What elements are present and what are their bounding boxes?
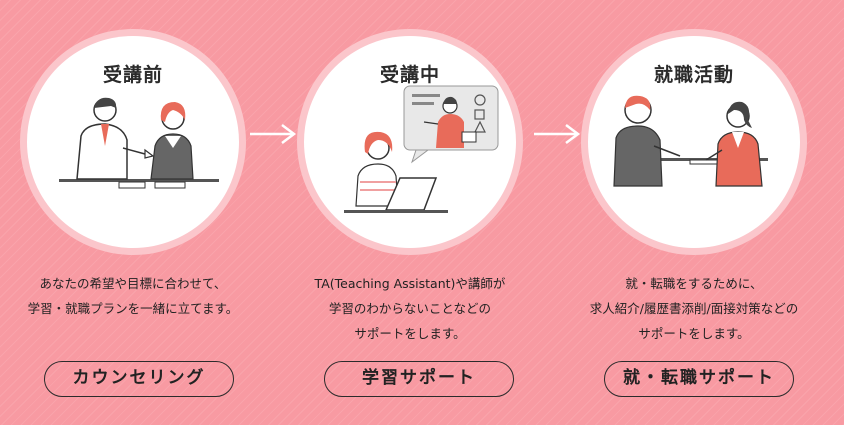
desc-line: 就・転職をするために、 (625, 276, 763, 291)
counseling-illustration (59, 97, 219, 189)
step-before-description: あなたの希望や目標に合わせて、 学習・就職プランを一緒に立てます。 (3, 271, 263, 321)
step-job-circle: 就職活動 (588, 36, 800, 248)
step-job-title: 就職活動 (653, 64, 734, 86)
step-during-description: TA(Teaching Assistant)や講師が 学習のわからないことなどの… (280, 271, 540, 346)
step-during-title: 受講中 (379, 64, 440, 86)
step-before-title: 受講前 (102, 64, 163, 86)
desc-line: 学習のわからないことなどの (328, 301, 492, 316)
desc-line: TA(Teaching Assistant)や講師が (314, 276, 506, 291)
counseling-button[interactable]: カウンセリング (44, 361, 234, 397)
arrow-right-icon (250, 124, 297, 144)
desc-line: 求人紹介/履歴書添削/面接対策などの (589, 301, 799, 316)
desc-line: サポートをします。 (638, 326, 750, 341)
study-support-button[interactable]: 学習サポート (324, 361, 514, 397)
career-support-button[interactable]: 就・転職サポート (604, 361, 794, 397)
job-hunting-illustration (613, 95, 768, 187)
step-before-circle: 受講前 (27, 36, 239, 248)
arrow-right-icon (534, 124, 581, 144)
study-support-illustration (344, 85, 499, 213)
desc-line: あなたの希望や目標に合わせて、 (39, 276, 227, 291)
desc-line: サポートをします。 (354, 326, 466, 341)
desc-line: 学習・就職プランを一緒に立てます。 (27, 301, 239, 316)
step-job-description: 就・転職をするために、 求人紹介/履歴書添削/面接対策などの サポートをします。 (564, 271, 824, 346)
step-during-circle: 受講中 (304, 36, 516, 248)
